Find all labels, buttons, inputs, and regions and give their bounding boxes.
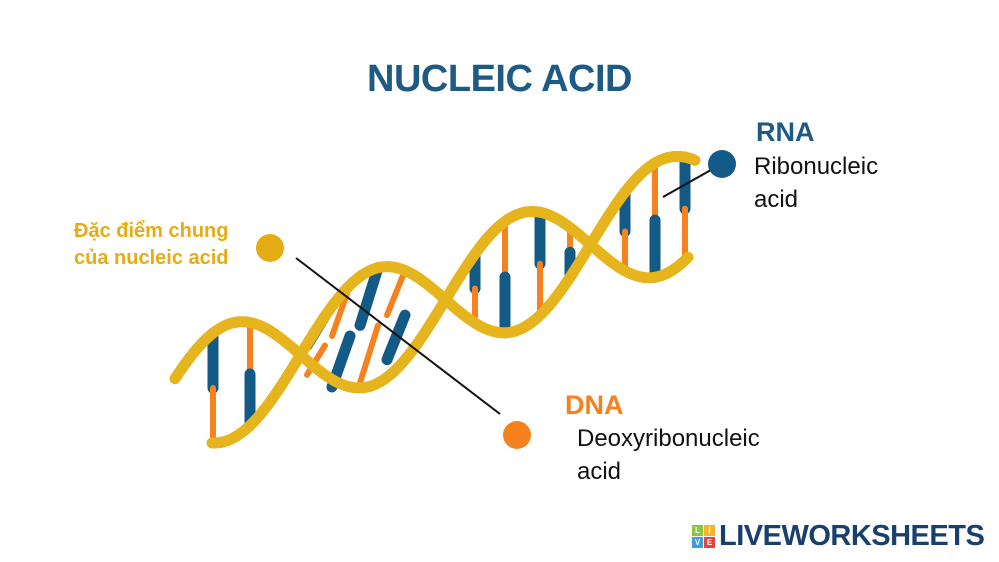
common-features-dot[interactable] <box>256 234 284 262</box>
logo-icon: L I V E <box>692 525 715 548</box>
base-pair-rung <box>357 322 381 387</box>
common-features-label: Đặc điểm chung của nucleic acid <box>74 218 229 272</box>
common-line2: của nucleic acid <box>74 247 229 269</box>
logo-letter: E <box>704 537 715 548</box>
dna-description: Deoxyribonucleic acid <box>577 422 777 488</box>
dna-dot[interactable] <box>503 421 531 449</box>
liveworksheets-logo: L I V E LIVEWORKSHEETS <box>692 520 985 553</box>
rna-pointer-line <box>662 165 719 198</box>
rna-description: Ribonucleic acid <box>754 150 954 216</box>
rna-label: RNA <box>756 117 815 147</box>
dna-line2: acid <box>577 458 622 485</box>
rna-line1: Ribonucleic <box>754 153 879 180</box>
logo-letter: L <box>692 525 703 536</box>
base-pair-rung <box>384 267 408 319</box>
logo-text: LIVEWORKSHEETS <box>719 520 985 552</box>
helix-strand-2 <box>206 150 701 449</box>
common-pointer-line <box>295 257 501 415</box>
rna-dot[interactable] <box>708 150 736 178</box>
dna-line1: Deoxyribonucleic <box>577 425 760 452</box>
logo-letter: V <box>692 537 703 548</box>
rna-line2: acid <box>754 186 799 213</box>
helix-strand-1 <box>169 205 694 394</box>
common-line1: Đặc điểm chung <box>74 220 229 242</box>
logo-letter: I <box>704 525 715 536</box>
base-pair-rung <box>354 262 384 331</box>
base-pair-rung <box>381 309 411 366</box>
dna-label: DNA <box>565 390 624 420</box>
page-title: NUCLEIC ACID <box>367 58 632 100</box>
